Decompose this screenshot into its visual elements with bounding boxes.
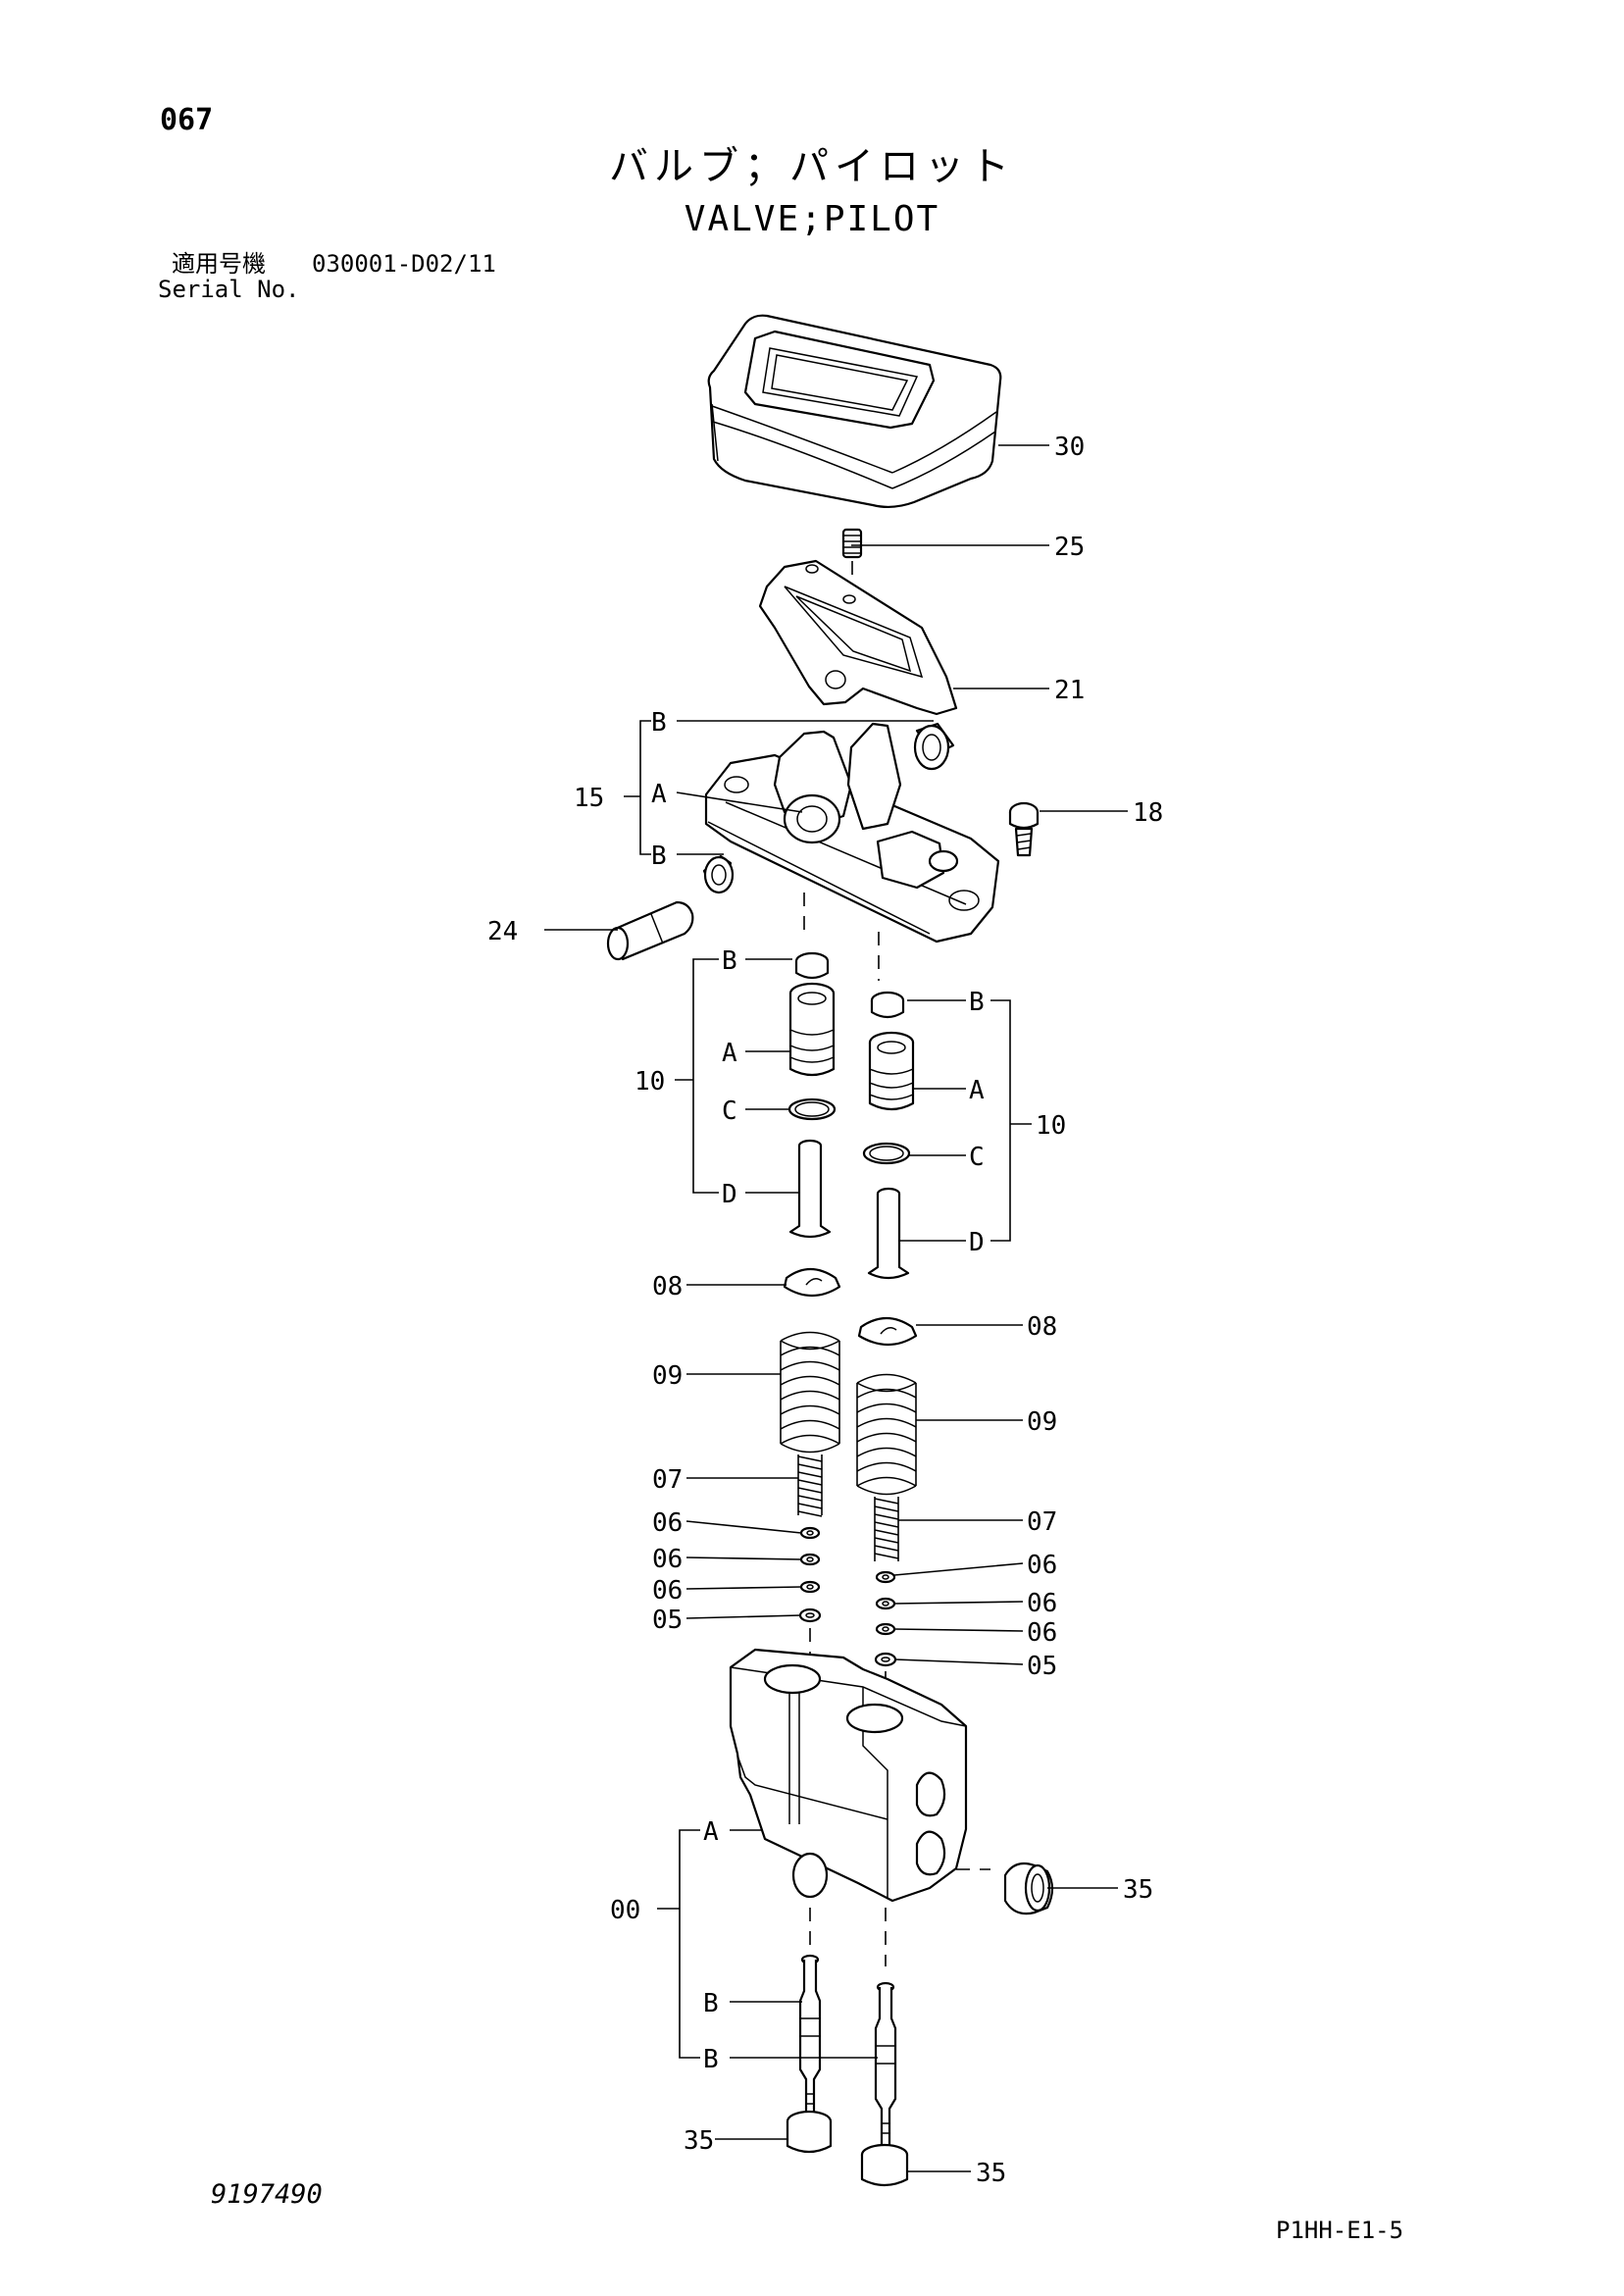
leader-lines bbox=[544, 444, 1128, 2172]
callout-10-left-a: A bbox=[722, 1039, 737, 1068]
callout-18: 18 bbox=[1133, 798, 1163, 828]
title-english: VALVE;PILOT bbox=[684, 199, 940, 239]
part-09-springs bbox=[780, 1331, 917, 1496]
callout-25: 25 bbox=[1054, 533, 1085, 562]
callout-05-left: 05 bbox=[652, 1606, 683, 1635]
callout-09-right: 09 bbox=[1027, 1407, 1057, 1437]
part-07-small-springs bbox=[797, 1454, 899, 1561]
part-25-set-screw bbox=[841, 528, 863, 593]
callout-06-right-2: 06 bbox=[1027, 1589, 1057, 1618]
callout-35-side: 35 bbox=[1123, 1875, 1153, 1905]
callout-10-left-b: B bbox=[722, 946, 737, 976]
callout-35-left: 35 bbox=[684, 2126, 714, 2156]
callout-00-b-lower: B bbox=[703, 2045, 719, 2074]
callout-10-left-c: C bbox=[722, 1097, 737, 1126]
part-10-left-plunger-set bbox=[787, 951, 837, 1239]
callout-08-left: 08 bbox=[652, 1272, 683, 1301]
callout-00-a: A bbox=[703, 1817, 719, 1847]
part-18-screw bbox=[1008, 801, 1040, 857]
callout-10-right-d: D bbox=[969, 1228, 985, 1257]
callout-10-right-b: B bbox=[969, 988, 985, 1017]
part-08-retainers bbox=[783, 1267, 918, 1346]
drawing-number: 9197490 bbox=[211, 2179, 323, 2210]
callout-15-b-upper: B bbox=[651, 708, 667, 738]
serial-label-japanese: 適用号機 bbox=[172, 250, 266, 278]
callout-07-right: 07 bbox=[1027, 1507, 1057, 1537]
title-japanese: バルブ；パイロット bbox=[609, 144, 1015, 189]
callout-06-right-1: 06 bbox=[1027, 1551, 1057, 1580]
callout-05-right: 05 bbox=[1027, 1652, 1057, 1681]
callout-10-right-a: A bbox=[969, 1076, 985, 1105]
callout-00: 00 bbox=[610, 1896, 640, 1925]
part-15-base-assembly bbox=[702, 722, 1000, 981]
part-00-valve-body bbox=[729, 1648, 990, 1966]
callout-35-right: 35 bbox=[976, 2159, 1006, 2188]
callout-30: 30 bbox=[1054, 433, 1085, 462]
callout-15-b-lower: B bbox=[651, 842, 667, 871]
callout-00-b-upper: B bbox=[703, 1989, 719, 2018]
part-35-plugs bbox=[786, 1862, 1054, 2187]
serial-label-english: Serial No. bbox=[158, 276, 300, 303]
callout-15-a: A bbox=[651, 780, 667, 809]
part-24-pin bbox=[606, 900, 694, 961]
page-number: 067 bbox=[160, 103, 214, 137]
callout-06-left-3: 06 bbox=[652, 1576, 683, 1606]
callout-24: 24 bbox=[487, 917, 518, 946]
callout-10-left-d: D bbox=[722, 1180, 737, 1209]
callout-10-left: 10 bbox=[634, 1067, 665, 1097]
callout-21: 21 bbox=[1054, 676, 1085, 705]
callout-06-right-3: 06 bbox=[1027, 1618, 1057, 1648]
callout-15: 15 bbox=[574, 784, 604, 813]
callout-labels: 30 25 21 B A B 15 18 24 B A C D 10 B A C… bbox=[487, 433, 1163, 2188]
part-30-boot bbox=[707, 314, 1002, 509]
callout-10-right-c: C bbox=[969, 1143, 985, 1172]
part-21-cover-plate bbox=[758, 559, 958, 716]
callout-06-left-2: 06 bbox=[652, 1545, 683, 1574]
callout-09-left: 09 bbox=[652, 1361, 683, 1391]
serial-number-range: 030001-D02/11 bbox=[312, 250, 496, 278]
callout-06-left-1: 06 bbox=[652, 1508, 683, 1538]
catalog-page-code: P1HH-E1-5 bbox=[1276, 2217, 1404, 2244]
callout-10-right: 10 bbox=[1036, 1111, 1066, 1141]
callout-07-left: 07 bbox=[652, 1465, 683, 1495]
callout-08-right: 08 bbox=[1027, 1312, 1057, 1342]
part-10-right-plunger-set bbox=[862, 991, 915, 1280]
